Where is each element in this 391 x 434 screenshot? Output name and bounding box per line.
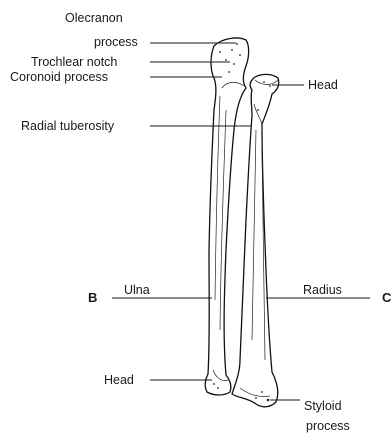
label-olecranon-line1: Olecranon [65, 11, 123, 25]
label-styloid-line2: process [306, 419, 350, 433]
label-head-ulna: Head [104, 373, 134, 387]
label-radial-tuberosity: Radial tuberosity [21, 119, 115, 133]
label-head-radius: Head [308, 78, 338, 92]
radius-bone [232, 74, 279, 406]
label-olecranon-line2: process [94, 35, 138, 49]
label-letter-b: B [88, 290, 97, 305]
label-styloid-line1: Styloid [304, 399, 342, 413]
label-coronoid-process: Coronoid process [10, 70, 108, 84]
label-radius: Radius [303, 283, 342, 297]
label-letter-c: C [382, 290, 391, 305]
label-trochlear-notch: Trochlear notch [31, 55, 117, 69]
label-ulna: Ulna [124, 283, 150, 297]
